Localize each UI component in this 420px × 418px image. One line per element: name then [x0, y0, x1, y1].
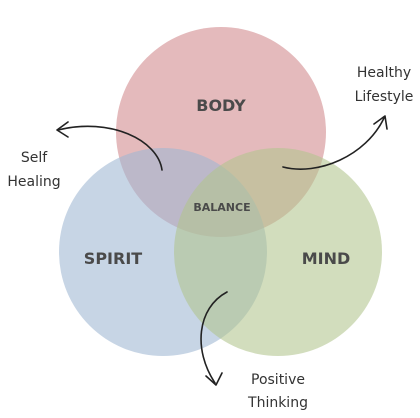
self-healing-arrow-icon [56, 121, 163, 171]
self-healing-line1: Self [21, 150, 48, 166]
mind-label: MIND [302, 249, 351, 268]
mind-circle [174, 148, 382, 356]
balance-label: BALANCE [193, 201, 250, 214]
healthy-lifestyle-arrow-icon [282, 115, 388, 170]
self-healing-line2: Healing [7, 174, 60, 190]
body-label: BODY [196, 96, 246, 115]
positive-thinking-line2: Thinking [247, 395, 308, 411]
positive-thinking-line1: Positive [251, 372, 305, 388]
spirit-label: SPIRIT [84, 249, 142, 268]
positive-thinking-arrow-icon [200, 291, 228, 386]
healthy-lifestyle-line2: Lifestyle [355, 89, 414, 105]
healthy-lifestyle-line1: Healthy [357, 65, 411, 81]
